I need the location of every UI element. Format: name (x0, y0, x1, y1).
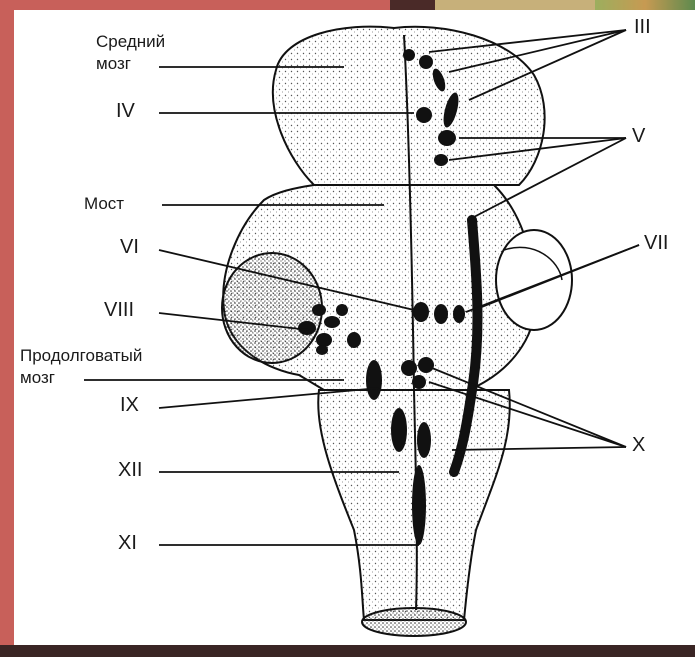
label-medulla-line2: мозг (20, 368, 55, 387)
top-frame-strip (0, 0, 695, 10)
right-peduncle-cut (496, 230, 572, 330)
label-nerve-xi: XI (118, 534, 137, 553)
label-medulla: Продолговатый (20, 346, 142, 365)
label-nerve-ix: IX (120, 396, 139, 415)
bottom-frame-strip (0, 645, 695, 657)
label-nerve-iii: III (634, 18, 651, 37)
frame-gold-block (435, 0, 595, 10)
label-midbrain: Средний (96, 32, 165, 51)
label-nerve-viii: VIII (104, 301, 134, 320)
label-midbrain-line2: мозг (96, 54, 131, 73)
label-nerve-iv: IV (116, 102, 135, 121)
frame-dark-block (390, 0, 435, 10)
label-nerve-xii: XII (118, 461, 142, 480)
label-nerve-v: V (632, 127, 645, 146)
label-nerve-vi: VI (120, 238, 139, 257)
left-peduncle-cut (222, 253, 322, 363)
label-nerve-x: X (632, 436, 645, 455)
spinal-cord-end (362, 608, 466, 636)
diagram-panel: Средний мозг Мост Продолговатый мозг IV … (14, 10, 695, 645)
label-pons: Мост (84, 194, 124, 213)
frame-green-block (595, 0, 695, 10)
label-nerve-vii: VII (644, 234, 668, 253)
